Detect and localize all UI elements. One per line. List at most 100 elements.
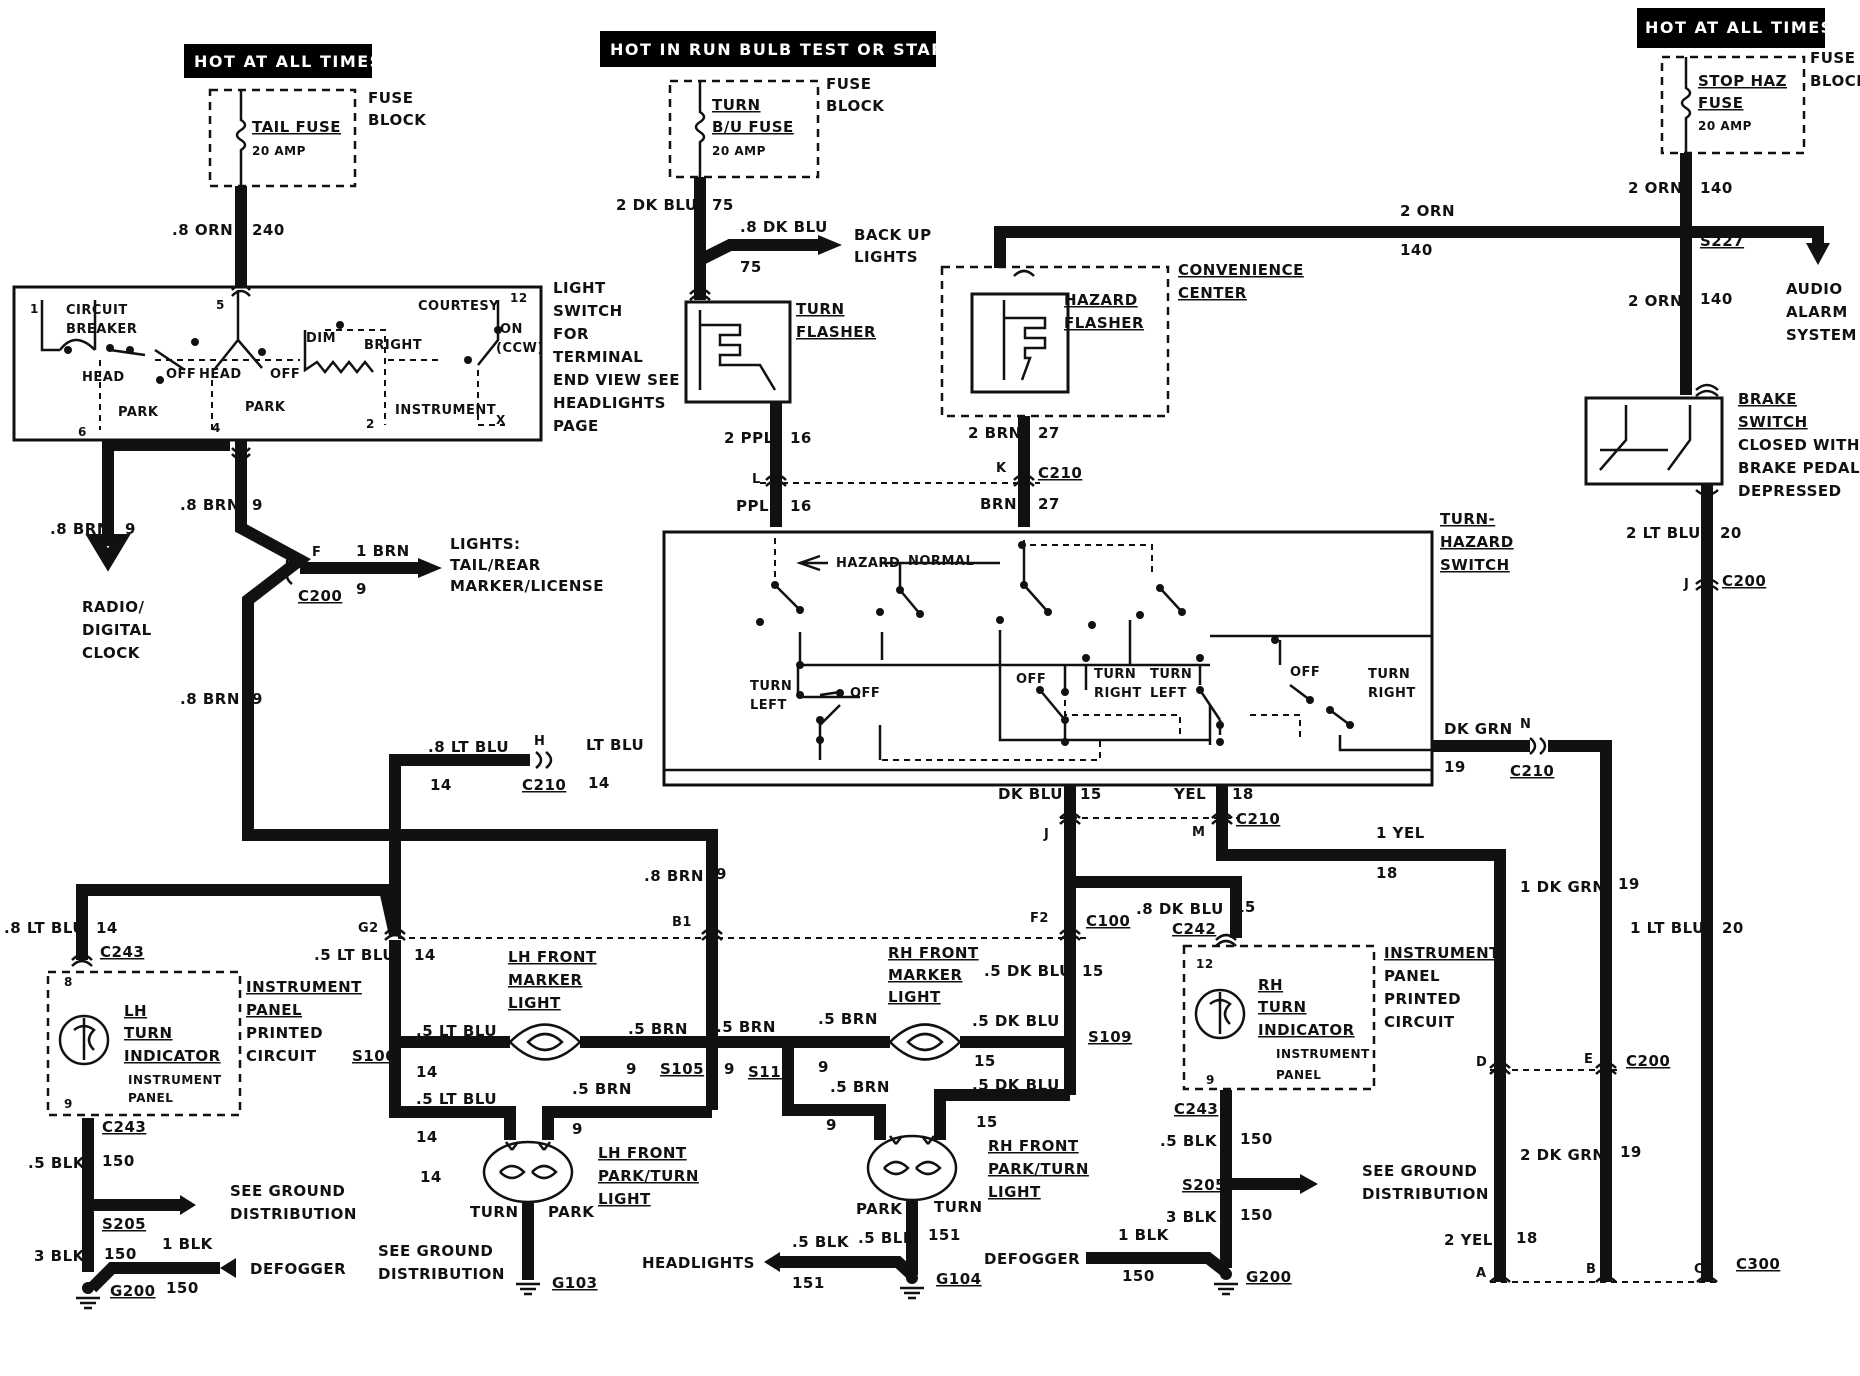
rh-park-turn-label-1: RH FRONT xyxy=(988,1137,1079,1155)
banner-center-text: HOT IN RUN BULB TEST OR START xyxy=(610,40,957,59)
lh-brn-circuit: 9 xyxy=(626,1060,637,1078)
lh-ind-conn-top: C243 xyxy=(100,943,144,961)
lh-see-ground-2: DISTRIBUTION xyxy=(230,1205,357,1223)
ths-hazard: HAZARD xyxy=(836,556,900,571)
rh-ind-pin-top: 12 xyxy=(1196,957,1214,971)
ls-park: PARK xyxy=(118,405,159,420)
convenience-center-label-1: CONVENIENCE xyxy=(1178,261,1304,279)
turn-flasher-label-1: TURN xyxy=(796,300,845,318)
ls-instrument: INSTRUMENT xyxy=(395,403,496,418)
rh-see-ground-2: DISTRIBUTION xyxy=(1362,1185,1489,1203)
yel-circuit: 18 xyxy=(1232,785,1254,803)
audio-dest-1: AUDIO xyxy=(1786,280,1843,298)
lh-ind-conn-bot: C243 xyxy=(102,1118,146,1136)
hot-at-all-times-banner-right xyxy=(1637,8,1825,48)
rh-indicator-label-1: RH xyxy=(1258,976,1283,994)
lh-panel-label-3: PRINTED xyxy=(246,1024,323,1042)
turn-fuse-label-2: B/U FUSE xyxy=(712,118,794,136)
rh-front-ground-icon xyxy=(900,1272,924,1300)
hazard-c210: C210 xyxy=(1038,464,1082,482)
rh-blk-wire: .5 BLK xyxy=(858,1229,916,1247)
tail-fuse-box xyxy=(208,88,357,188)
rh-marker-light-icon xyxy=(888,1023,962,1061)
convenience-center-label-2: CENTER xyxy=(1178,284,1247,302)
rh-brn-wire-2: .5 BRN xyxy=(830,1078,890,1096)
hot-at-all-times-banner-left xyxy=(184,44,372,78)
stop-fuse-label-2: FUSE xyxy=(1698,94,1743,112)
stop-fuse-box xyxy=(1660,55,1806,155)
rh-see-ground-1: SEE GROUND xyxy=(1362,1162,1477,1180)
brake-switch-label-2: SWITCH xyxy=(1738,413,1808,431)
rear-pin-a: A xyxy=(1476,1266,1487,1281)
hazard-feed-circuit: 140 xyxy=(1400,241,1433,259)
hazard-post-circuit: 27 xyxy=(1038,495,1060,513)
ls-courtesy: COURTESY xyxy=(418,299,499,314)
tail-fuse-icon xyxy=(235,90,247,186)
radio-wire-size: .8 BRN xyxy=(50,520,110,538)
lh-front-ground-icon xyxy=(516,1282,540,1296)
ths-turn-right-2: RIGHT xyxy=(1094,686,1142,701)
dkgrn-wire: DK GRN xyxy=(1444,720,1513,738)
lh-turn-label: TURN xyxy=(470,1203,519,1221)
brake-switch-box xyxy=(1584,396,1724,486)
lh-s106: S106 xyxy=(352,1047,396,1065)
rh-park-turn-label-2: PARK/TURN xyxy=(988,1160,1089,1178)
wire-defogger-right xyxy=(1086,1252,1230,1277)
turn-hazard-label-3: SWITCH xyxy=(1440,556,1510,574)
radio-dest-3: CLOCK xyxy=(82,644,141,662)
lh-blk-wire: .5 BLK xyxy=(28,1154,86,1172)
ls-pin-12: 12 xyxy=(510,291,528,305)
lh-ground-icon xyxy=(76,1282,100,1310)
rear-dkgrn-circuit: 19 xyxy=(1618,875,1640,893)
lh-blk3-circuit: 150 xyxy=(104,1245,137,1263)
rh-marker-label-3: LIGHT xyxy=(888,988,941,1006)
junction-dots xyxy=(82,226,1692,1211)
rh-indicator-bulb-icon xyxy=(1194,988,1246,1040)
rh-blk1: 1 BLK xyxy=(1118,1226,1170,1244)
rh-blk3: 3 BLK xyxy=(1166,1208,1218,1226)
banner-right-text: HOT AT ALL TIMES xyxy=(1645,18,1834,37)
ths-turn-left-1: TURN xyxy=(750,679,792,694)
light-switch-note-2: TERMINAL xyxy=(553,348,643,366)
rear-pin-e: E xyxy=(1584,1052,1593,1067)
tail-fuse-location-2: BLOCK xyxy=(368,111,427,129)
ths-turn-right2-2: RIGHT xyxy=(1368,686,1416,701)
rh-panel-label-4: CIRCUIT xyxy=(1384,1013,1455,1031)
ltblu-c210: C210 xyxy=(522,776,566,794)
light-switch-note-4: HEADLIGHTS xyxy=(553,394,666,412)
lh-indicator-bulb-icon xyxy=(58,1014,110,1066)
lh-see-ground-arrow-icon xyxy=(180,1195,196,1215)
rear-dkgrn-circuit-2: 19 xyxy=(1620,1143,1642,1161)
brake-c200: C200 xyxy=(1722,572,1766,590)
turn-flasher-label-2: FLASHER xyxy=(796,323,876,341)
lh-park-turn-label-1: LH FRONT xyxy=(598,1144,687,1162)
lh-blk-circuit: 150 xyxy=(102,1152,135,1170)
rh-blk-circuit: 151 xyxy=(928,1226,961,1244)
rear-yel-circuit: 18 xyxy=(1376,864,1398,882)
lights-wire-size: 1 BRN xyxy=(356,542,410,560)
stop-fuse-icon xyxy=(1680,57,1692,153)
c100-label: C100 xyxy=(1086,912,1130,930)
turn-hazard-switch-box xyxy=(662,530,1434,787)
hazard-flasher-box xyxy=(970,292,1070,394)
brake-wire-size: 2 LT BLU xyxy=(1626,524,1701,542)
rh-s205: S205 xyxy=(1182,1176,1226,1194)
c100-pin-b1: B1 xyxy=(672,915,692,930)
lh-brn-circuit-2: 9 xyxy=(724,1060,735,1078)
stop-wire-size-2: 2 ORN xyxy=(1628,292,1683,310)
hazard-post-wire: BRN xyxy=(980,495,1017,513)
rear-pin-d: D xyxy=(1476,1055,1487,1070)
dkgrn-circuit: 19 xyxy=(1444,758,1466,776)
rh-indicator-label-2: TURN xyxy=(1258,998,1307,1016)
lh-park-turn-label-2: PARK/TURN xyxy=(598,1167,699,1185)
lh-panel-label-4: CIRCUIT xyxy=(246,1047,317,1065)
wire-defogger-left xyxy=(87,1262,220,1293)
turn-fuse-icon xyxy=(694,81,706,177)
light-switch-note-5: PAGE xyxy=(553,417,599,435)
turn-fuse-label-1: TURN xyxy=(712,96,761,114)
rh-park-turn-label-3: LIGHT xyxy=(988,1183,1041,1201)
stop-wire-circuit: 140 xyxy=(1700,179,1733,197)
rh-dkblu-circuit-2: 15 xyxy=(974,1052,996,1070)
radio-dest-2: DIGITAL xyxy=(82,621,152,639)
